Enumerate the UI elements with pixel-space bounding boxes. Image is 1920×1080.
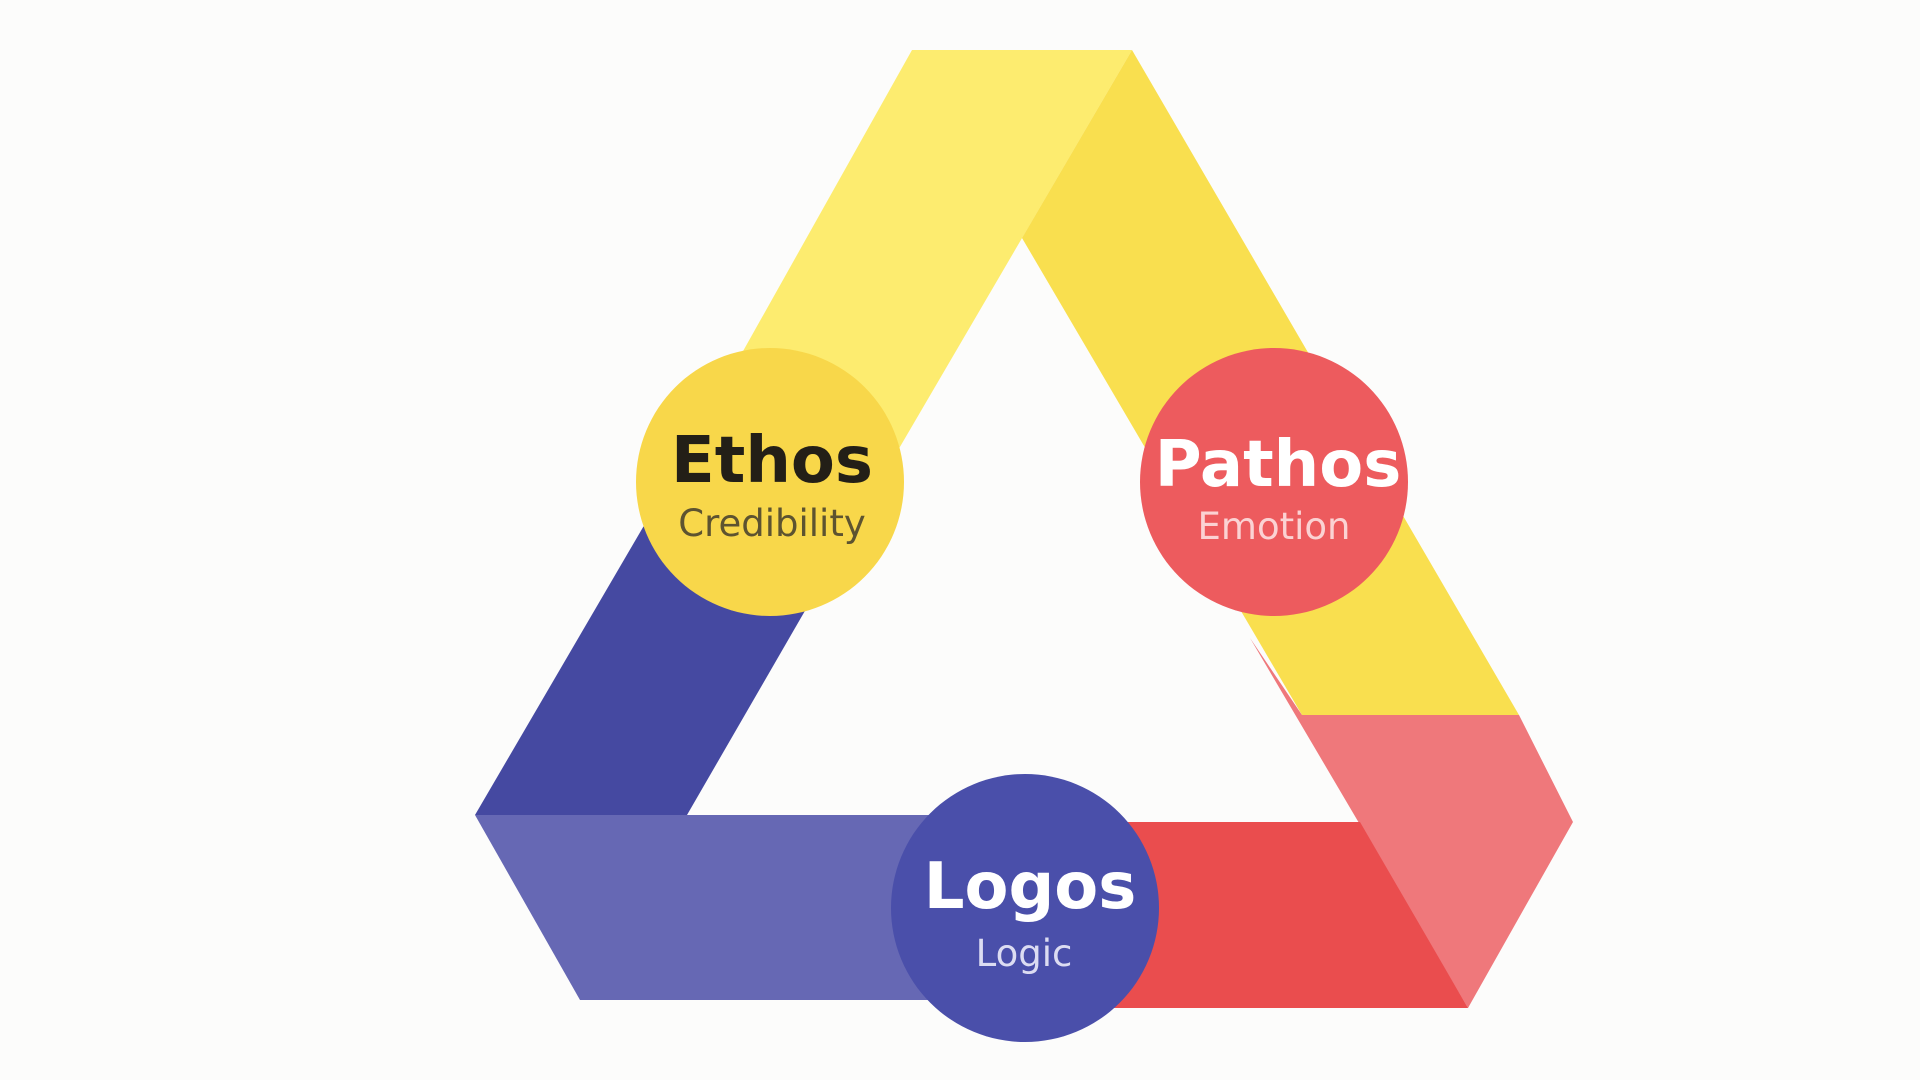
logos-subtitle: Logic <box>976 932 1073 975</box>
logos-circle <box>891 774 1159 1042</box>
band-bottom-blue <box>475 815 1030 1000</box>
ethos-subtitle: Credibility <box>678 502 866 545</box>
ethos-node: Ethos Credibility <box>636 348 904 616</box>
pathos-node: Pathos Emotion <box>1140 348 1408 616</box>
pathos-subtitle: Emotion <box>1198 505 1351 548</box>
band-right-red <box>1250 638 1573 1008</box>
logos-title: Logos <box>924 850 1137 924</box>
ethos-title: Ethos <box>671 424 873 498</box>
ethos-circle <box>636 348 904 616</box>
pathos-circle <box>1140 348 1408 616</box>
logos-node: Logos Logic <box>891 774 1159 1042</box>
pathos-title: Pathos <box>1155 428 1402 502</box>
